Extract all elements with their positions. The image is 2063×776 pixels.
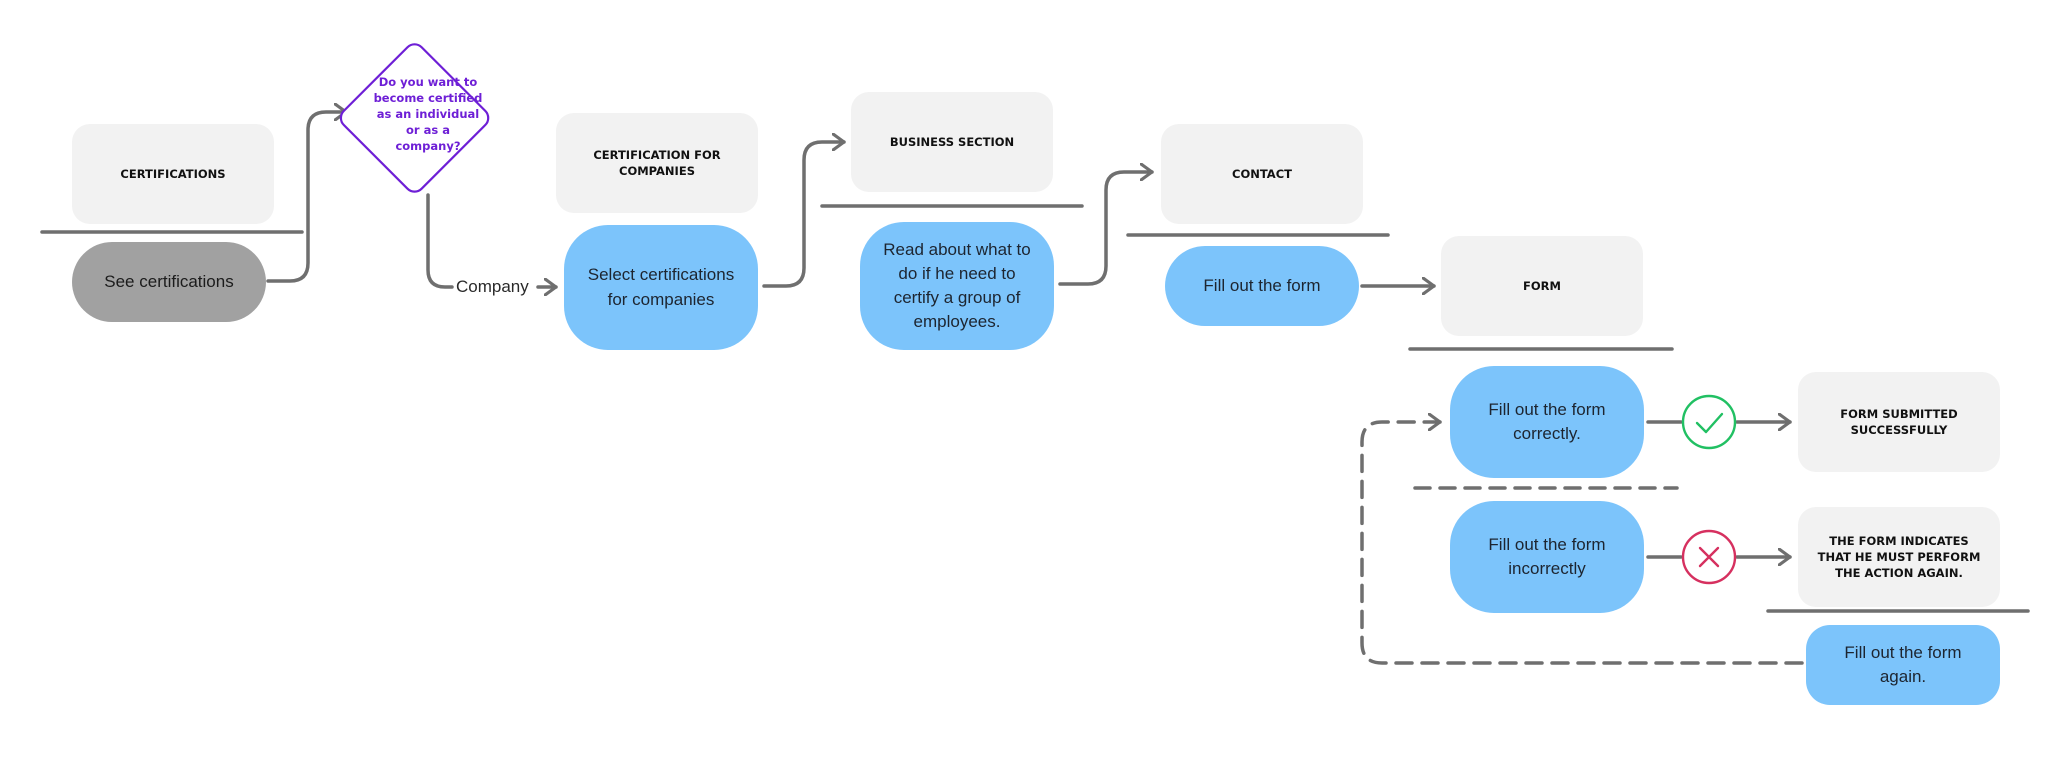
fill-incorrectly-button[interactable]: Fill out the form incorrectly	[1450, 501, 1644, 613]
screen-form-indicates-again: THE FORM INDICATES THAT HE MUST PERFORM …	[1798, 507, 2000, 607]
arrow-see-to-decision	[266, 112, 348, 283]
decision-company-label: Company	[456, 277, 529, 296]
arrow-retry-loop	[1360, 422, 1804, 665]
see-certifications-button[interactable]: See certifications	[72, 242, 266, 322]
fill-correctly-button[interactable]: Fill out the form correctly.	[1450, 366, 1644, 478]
select-certifications-button[interactable]: Select certifications for companies	[564, 225, 758, 350]
read-about-button[interactable]: Read about what to do if he need to cert…	[860, 222, 1054, 350]
fill-again-button[interactable]: Fill out the form again.	[1806, 625, 2000, 705]
screen-business-section: BUSINESS SECTION	[851, 92, 1053, 192]
screen-certifications: CERTIFICATIONS	[72, 124, 274, 224]
screen-form: FORM	[1441, 236, 1643, 336]
arrow-decision-company	[426, 193, 454, 289]
screen-contact: CONTACT	[1161, 124, 1363, 224]
screen-certification-for-companies: CERTIFICATION FOR COMPANIES	[556, 113, 758, 213]
screen-form-submitted: FORM SUBMITTED SUCCESSFULLY	[1798, 372, 2000, 472]
fill-out-form-button[interactable]: Fill out the form	[1165, 246, 1359, 326]
arrow-read-to-contact	[1058, 172, 1154, 286]
decision-diamond	[339, 43, 490, 193]
check-circle-icon	[1681, 394, 1737, 450]
arrow-select-to-business	[762, 142, 846, 288]
decision-question: Do you want to become certified as an in…	[373, 75, 483, 153]
x-circle-icon	[1681, 529, 1737, 585]
